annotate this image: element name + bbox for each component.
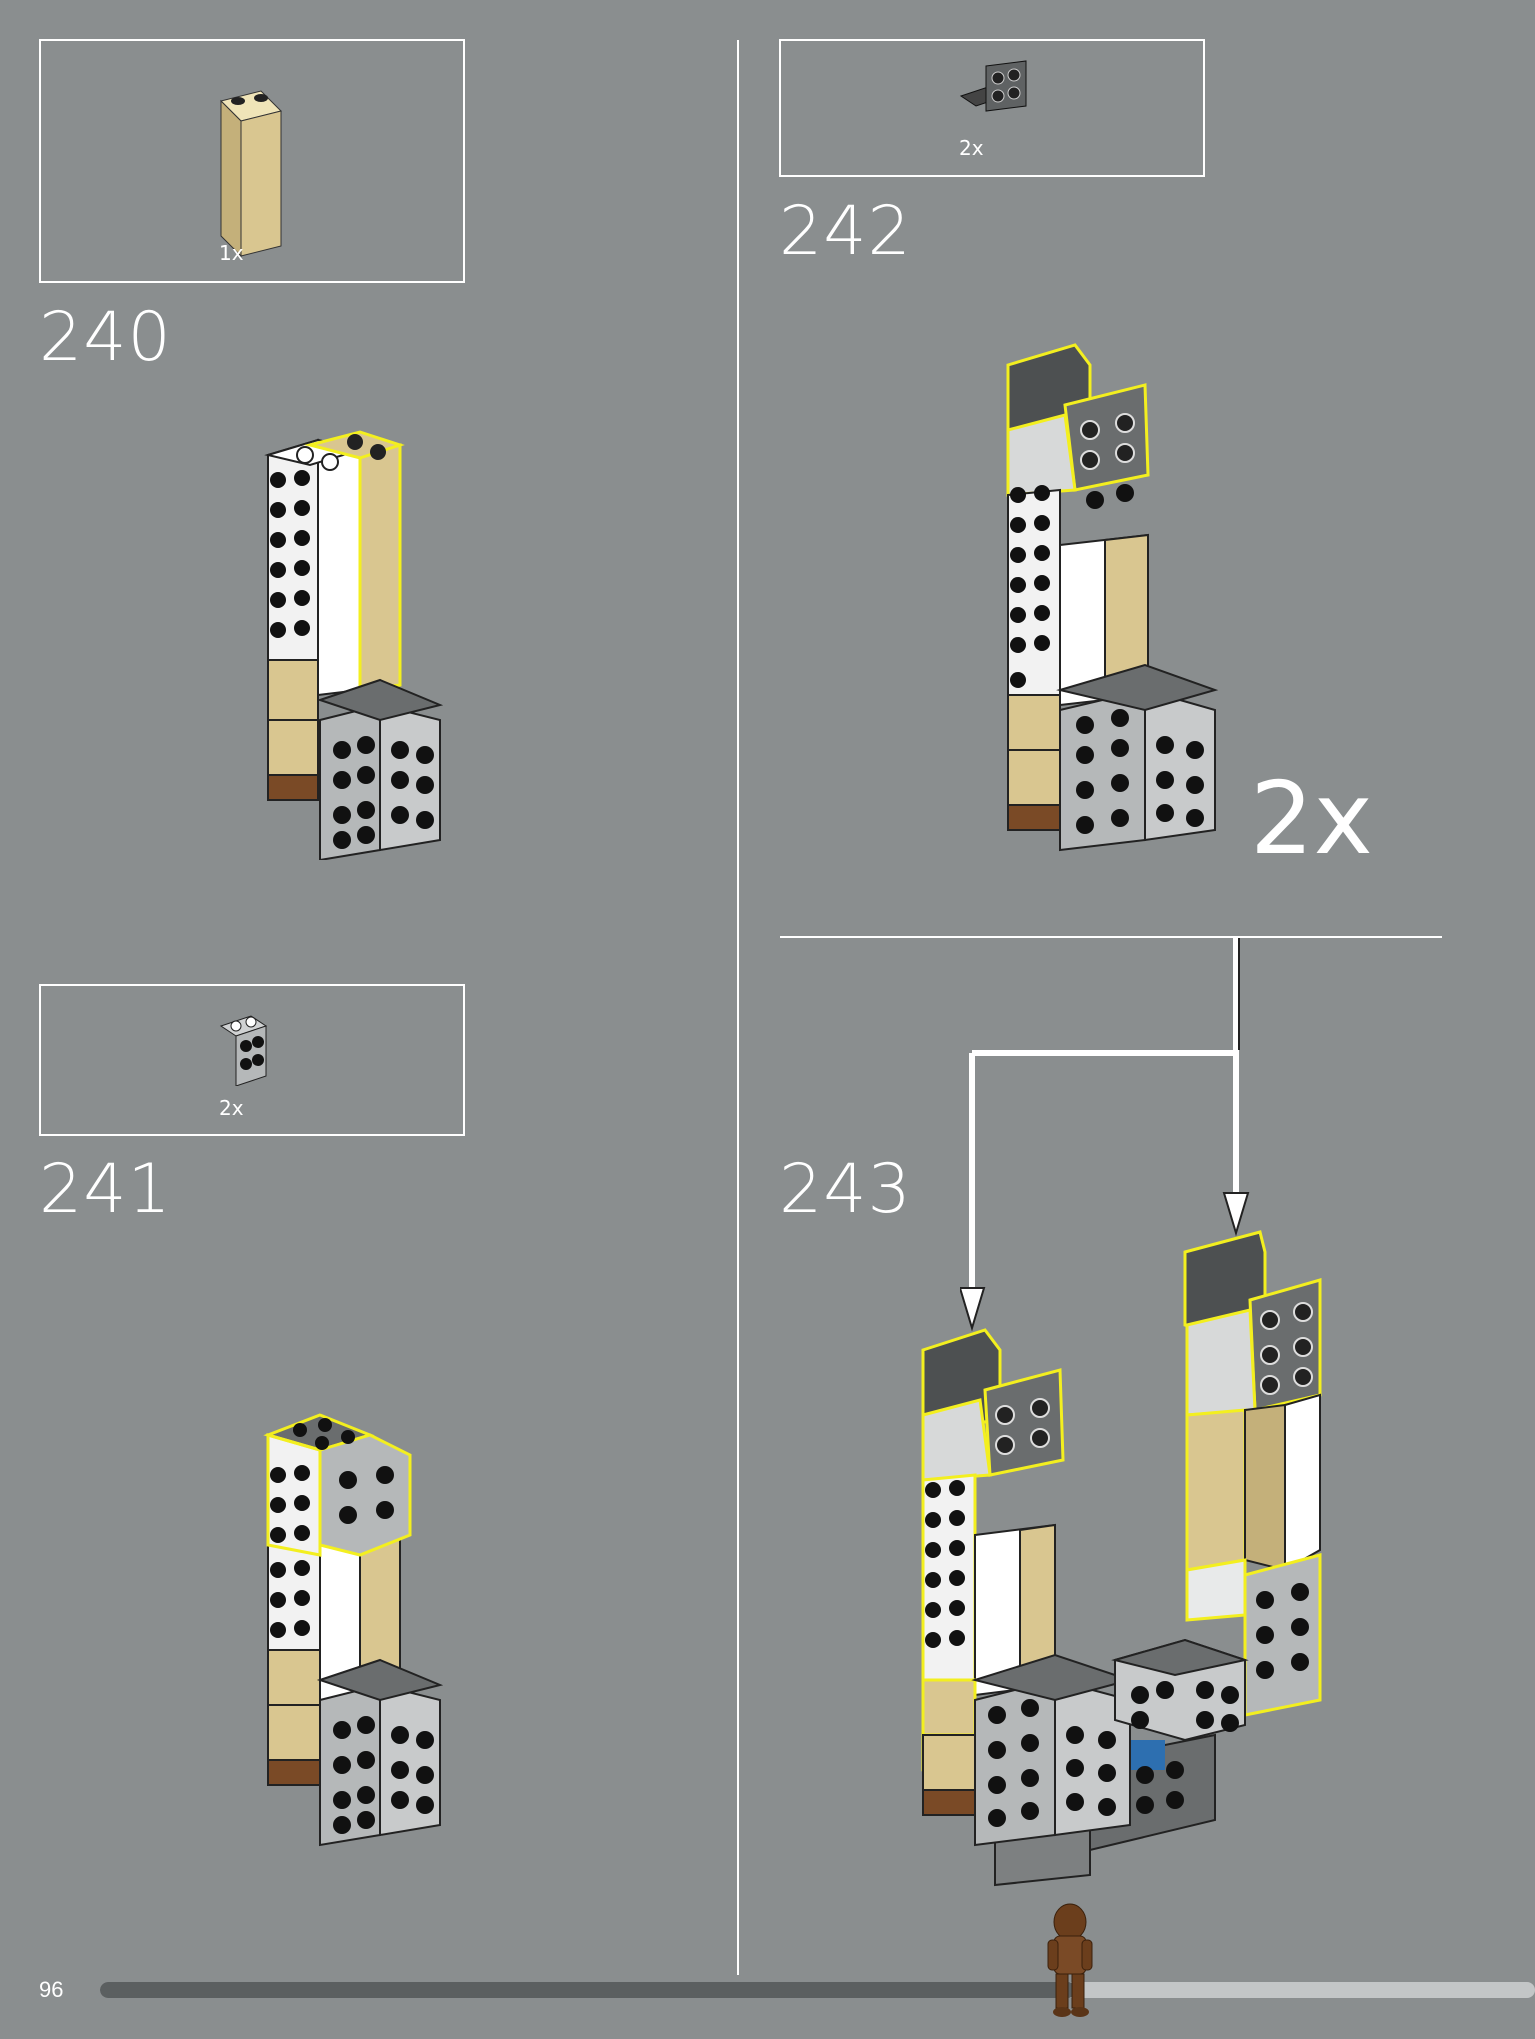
- attach-arrows: [960, 938, 1250, 1332]
- parts-callout-241: 2x: [39, 984, 465, 1136]
- parts-callout-242: 2x: [779, 39, 1205, 177]
- assembly-241: [263, 1413, 444, 1847]
- step-number: 240: [39, 298, 172, 377]
- part-quantity: 1x: [219, 241, 244, 265]
- progress-track: [100, 1982, 1535, 1998]
- part-quantity: 2x: [219, 1096, 244, 1120]
- part-quantity: 2x: [959, 136, 984, 160]
- parts-callout-240: 1x: [39, 39, 465, 283]
- light-gray-bracket-icon: [219, 1015, 268, 1086]
- column-divider: [737, 40, 739, 1975]
- step-number: 241: [39, 1150, 172, 1229]
- tan-brick-icon: [220, 90, 282, 258]
- dark-gray-bracket-icon: [959, 60, 1027, 112]
- step-number: 243: [779, 1150, 912, 1229]
- assembly-240: [264, 430, 444, 860]
- step-number: 242: [779, 192, 912, 271]
- minifigure-progress-marker-icon: [1047, 1903, 1093, 2017]
- page-number: 96: [39, 1977, 64, 2002]
- build-multiplier: 2x: [1250, 760, 1373, 877]
- progress-fill: [100, 1982, 1076, 1998]
- assembly-243: [921, 1230, 1322, 1887]
- assembly-242: [1006, 343, 1219, 852]
- subassembly-divider: [780, 936, 1442, 938]
